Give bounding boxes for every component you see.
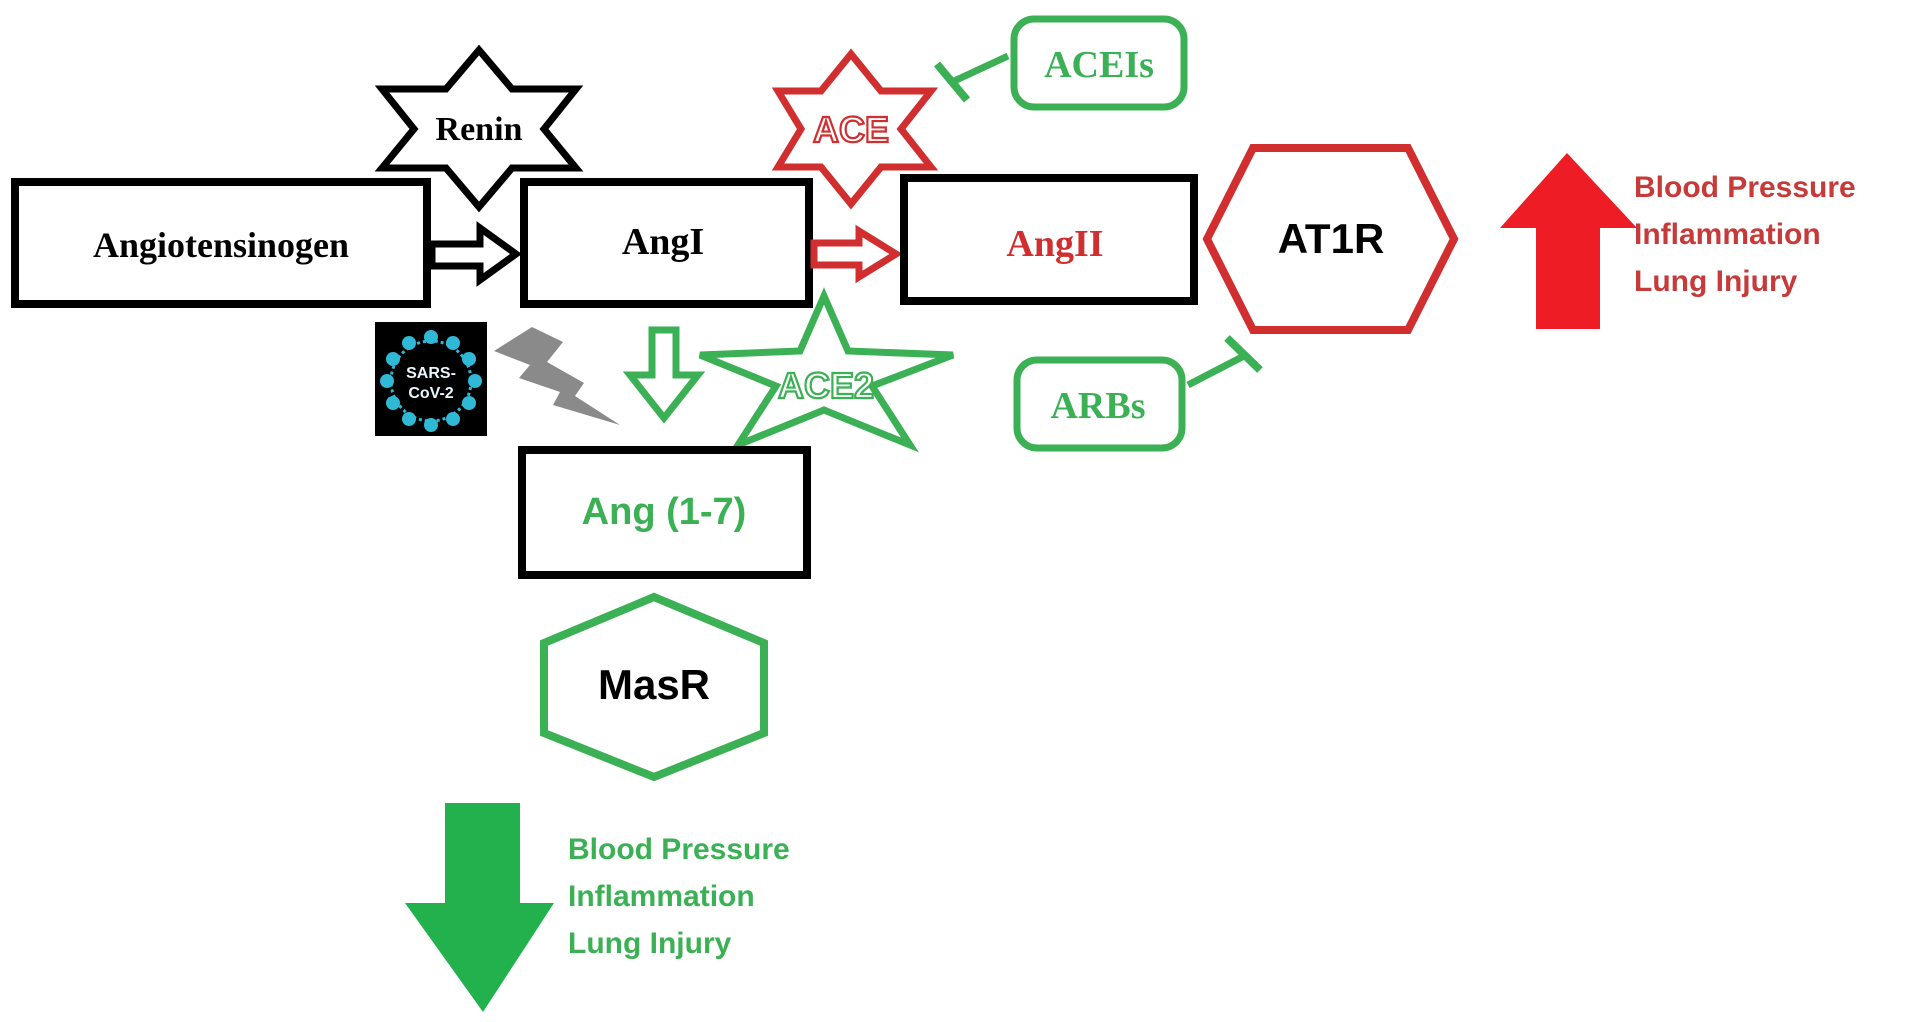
ace-star: ACE: [771, 48, 939, 210]
increase-effect-inflammation: Inflammation: [1634, 218, 1821, 251]
increase-effect-blood-pressure: Blood Pressure: [1634, 171, 1856, 204]
decrease-effect-inflammation: Inflammation: [568, 880, 755, 913]
arrow-angiotensinogen-to-ang1: [428, 221, 522, 287]
arbs-label: ARBs: [1050, 385, 1145, 427]
decrease-arrow-icon: [405, 803, 554, 1012]
decrease-effect-blood-pressure: Blood Pressure: [568, 833, 790, 866]
at1r-receptor: AT1R: [1202, 144, 1459, 334]
virus-label-line1: SARS-: [406, 365, 456, 382]
renin-label: Renin: [436, 111, 523, 148]
arrow-ang1-to-ang2: [810, 224, 903, 284]
ang17-node: Ang (1-7): [518, 446, 811, 579]
increase-effect-lung-injury: Lung Injury: [1634, 265, 1798, 298]
angiotensinogen-node: Angiotensinogen: [11, 178, 431, 308]
decrease-effects: Blood Pressure Inflammation Lung Injury: [568, 833, 790, 960]
ang2-label: AngII: [1006, 223, 1103, 265]
angiotensinogen-label: Angiotensinogen: [93, 225, 349, 265]
aceis-drug: ACEIs: [1010, 15, 1188, 111]
ang1-label: AngI: [622, 221, 704, 263]
masr-receptor: MasR: [540, 592, 768, 782]
arrow-ang1-to-ang17: [622, 326, 706, 424]
lightning-bolt-icon: [494, 327, 620, 425]
arbs-inhibits-at1r: [1186, 335, 1263, 389]
increase-arrow-icon: [1500, 153, 1637, 329]
ace-label: ACE: [813, 109, 889, 150]
ace2-star: ACE2: [698, 287, 955, 453]
ang17-label: Ang (1-7): [582, 491, 747, 533]
ace2-label: ACE2: [778, 365, 874, 406]
at1r-label: AT1R: [1278, 215, 1385, 262]
ang1-node: AngI: [520, 178, 813, 308]
aceis-inhibits-ace: [933, 52, 1010, 103]
increase-effects: Blood Pressure Inflammation Lung Injury: [1634, 171, 1856, 298]
renin-star: Renin: [374, 44, 584, 213]
aceis-label: ACEIs: [1044, 44, 1154, 86]
ang2-node: AngII: [900, 174, 1198, 305]
decrease-effect-lung-injury: Lung Injury: [568, 927, 732, 960]
arbs-drug: ARBs: [1013, 356, 1186, 452]
virus-label-line2: CoV-2: [408, 385, 453, 402]
sars-cov-2-virus-icon: SARS- CoV-2: [375, 322, 487, 436]
masr-label: MasR: [598, 661, 710, 708]
